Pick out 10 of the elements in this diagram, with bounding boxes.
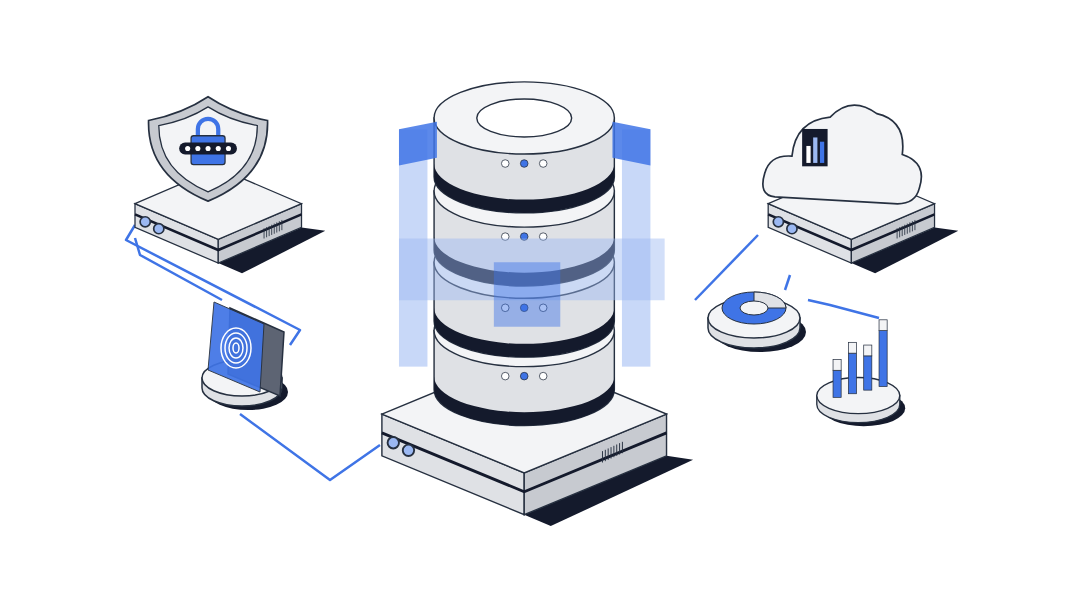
bar-chart-drawing — [815, 318, 907, 428]
cable — [807, 298, 880, 320]
donut-chart-drawing — [706, 290, 808, 354]
cable — [239, 413, 381, 482]
cable — [133, 237, 223, 302]
database-server-drawing — [380, 80, 695, 528]
cable — [783, 274, 792, 291]
cable — [694, 234, 759, 301]
shield-lock-server-drawing — [135, 95, 327, 275]
cable — [124, 224, 302, 346]
